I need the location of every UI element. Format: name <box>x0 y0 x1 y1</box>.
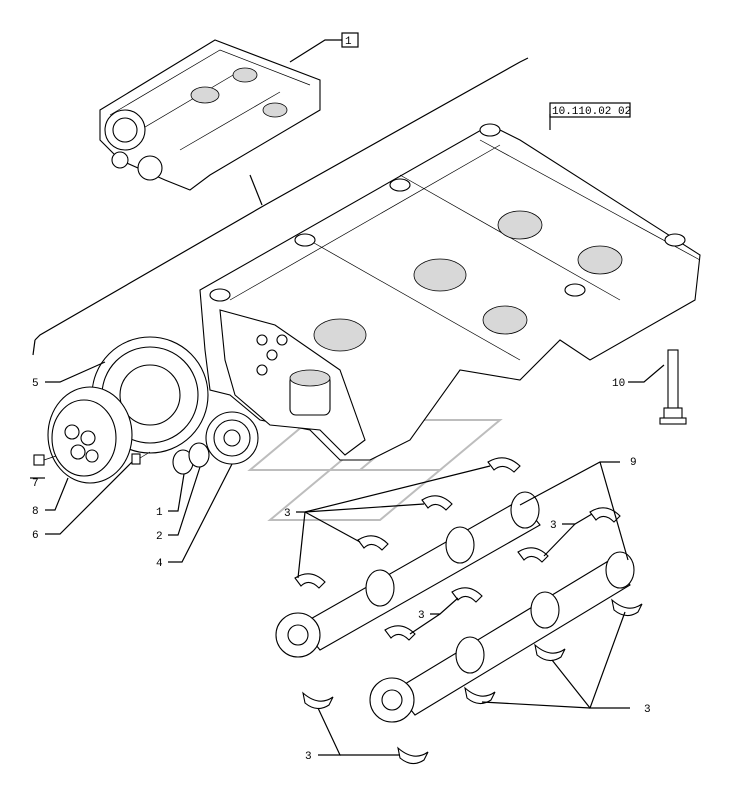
ref-main-label: 10.110.02 02 <box>552 106 631 118</box>
callout-3b: 3 <box>550 520 557 532</box>
callout-7: 7 <box>32 478 39 490</box>
callout-5: 5 <box>32 378 39 390</box>
callout-4: 4 <box>156 558 163 570</box>
assembled-balancer-unit <box>99 39 321 191</box>
callout-3d: 3 <box>644 704 651 716</box>
screw-7 <box>33 454 57 466</box>
assembly-boundary-line <box>34 57 529 341</box>
balancer-shaft-upper <box>275 491 541 658</box>
callout-3a: 3 <box>284 508 291 520</box>
leader-ref-top <box>289 39 342 63</box>
ref-top-label: 1 <box>345 36 352 48</box>
small-gear-4 <box>205 411 259 465</box>
callout-3e: 3 <box>305 751 312 763</box>
callout-8: 8 <box>32 506 39 518</box>
balancer-shaft-lower <box>369 551 635 723</box>
bearing-shells <box>294 457 643 765</box>
bolt-10 <box>659 349 687 425</box>
callout-10: 10 <box>612 378 625 390</box>
callout-1: 1 <box>156 507 163 519</box>
callout-6: 6 <box>32 530 39 542</box>
callout-2: 2 <box>156 531 163 543</box>
balancer-housing <box>199 123 701 461</box>
hub-8 <box>47 386 133 484</box>
callout-9: 9 <box>630 457 637 469</box>
callout-3c: 3 <box>418 610 425 622</box>
ring-2 <box>188 442 210 468</box>
ref-box-main <box>549 102 631 118</box>
screw-6 <box>131 451 151 465</box>
